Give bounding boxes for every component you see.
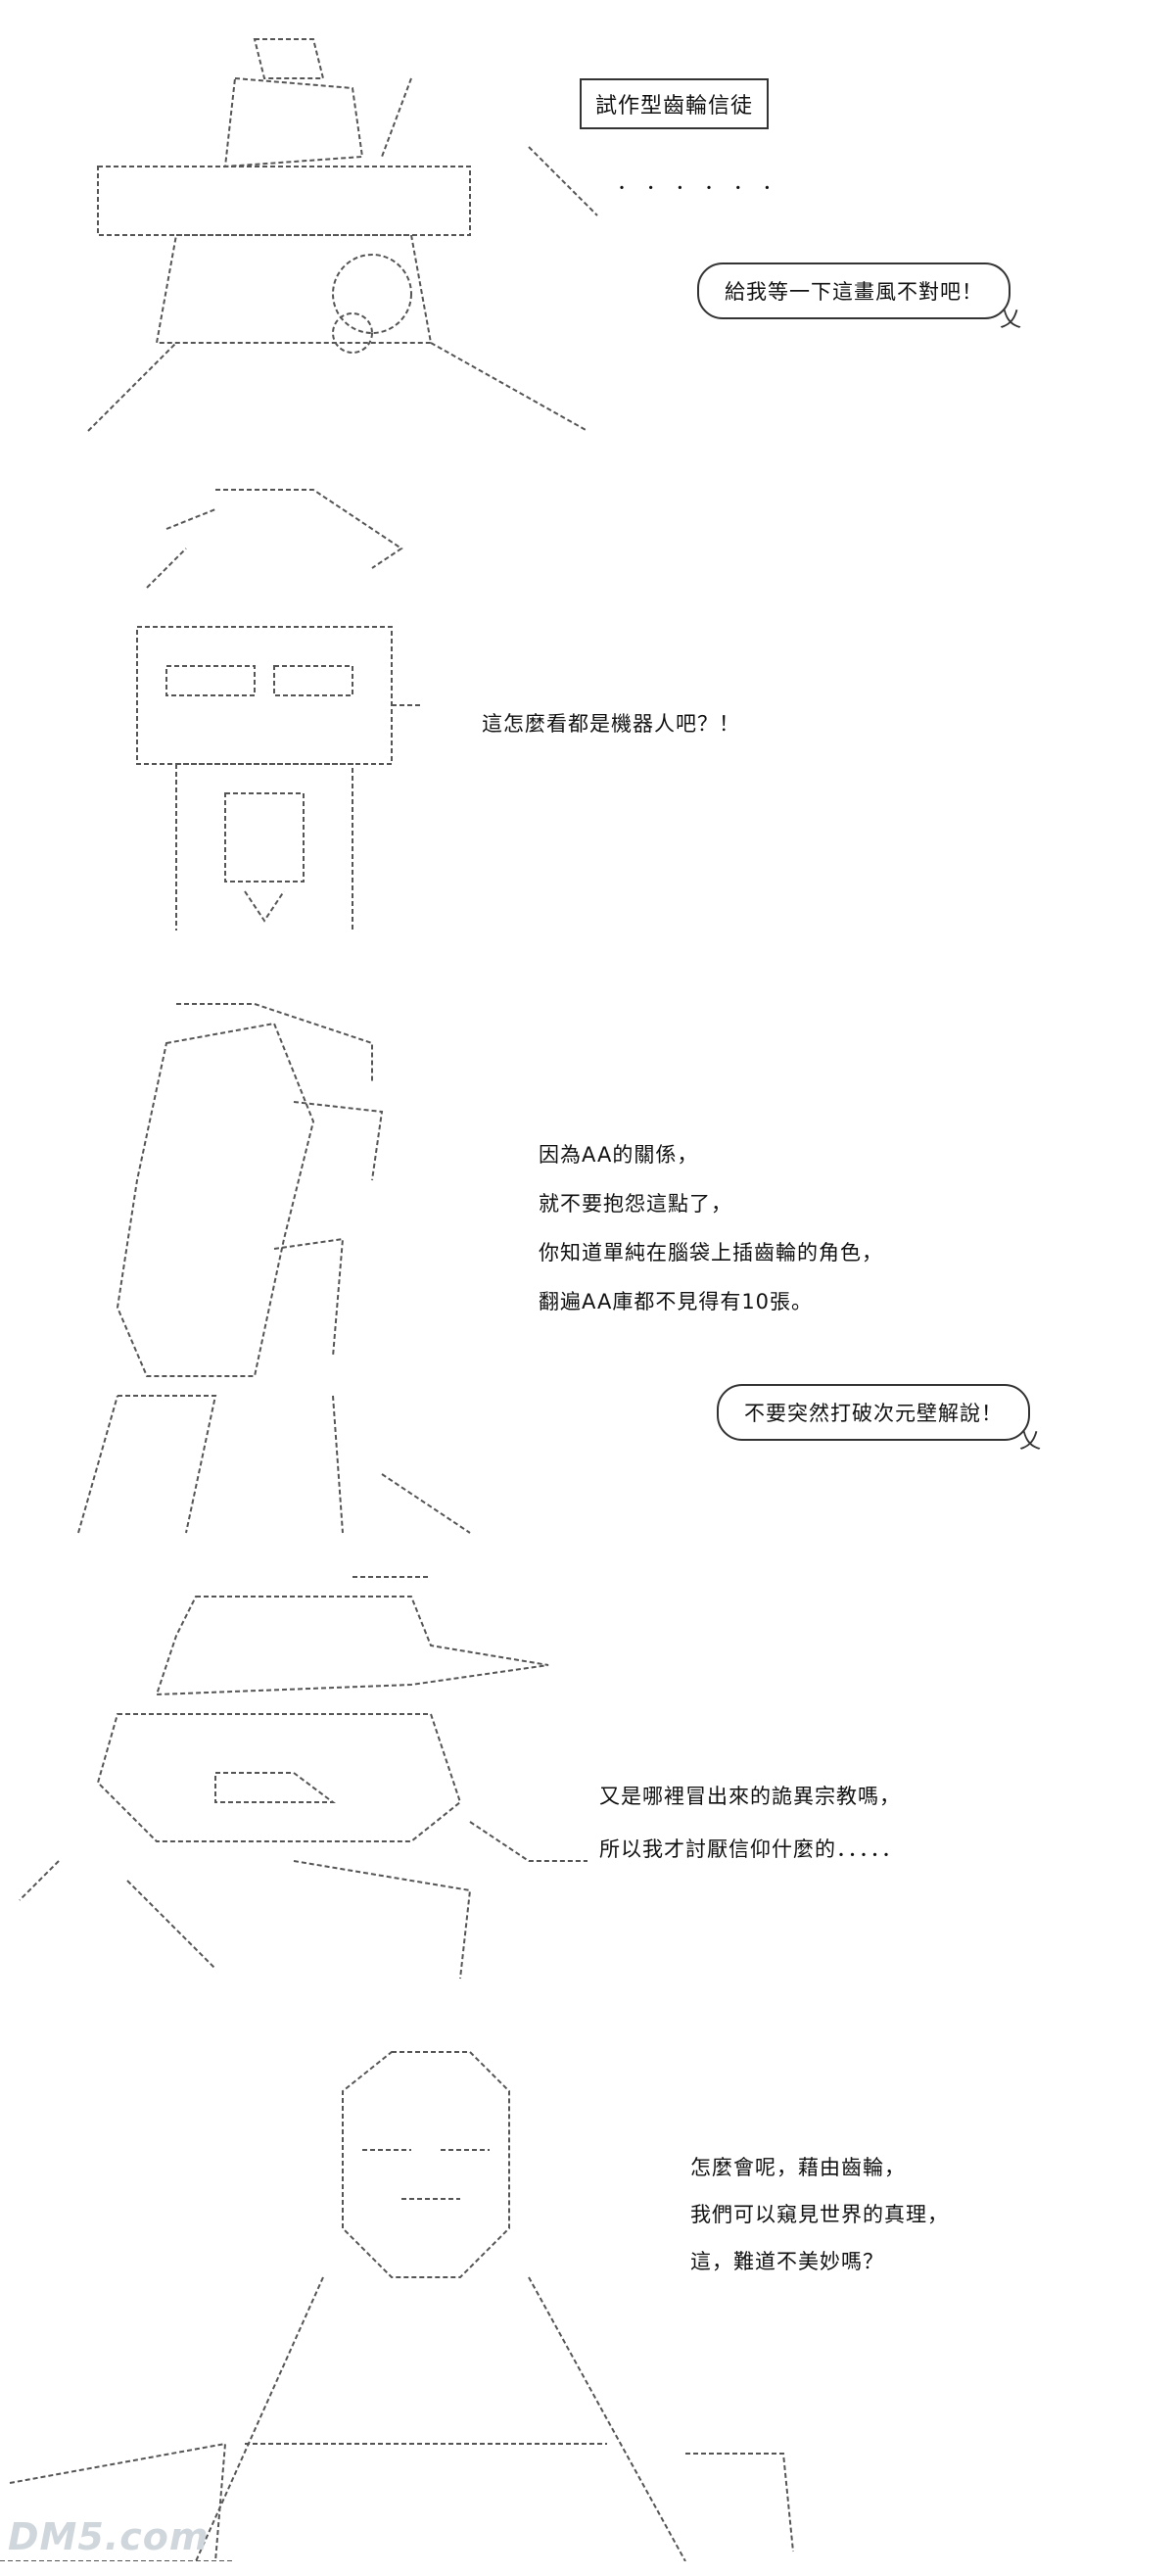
panel-5: 怎麼會呢，藉由齒輪， 我們可以窺見世界的真理， 這，難道不美妙嗎？ DM5.co… xyxy=(0,2023,1175,2576)
watermark-logo: DM5.com xyxy=(8,2515,210,2558)
aa-figure-hooded xyxy=(77,1003,471,1534)
narration-line-1: 又是哪裡冒出來的詭異宗教嗎， xyxy=(599,1785,901,1808)
narration-line-2: 我們可以窺見世界的真理， xyxy=(690,2203,949,2226)
narration-line-4: 翻遍AA庫都不見得有10張。 xyxy=(539,1290,814,1313)
ellipsis: ． ． ． ． ． ． xyxy=(617,170,784,194)
speech-bubble: 不要突然打破次元壁解說！ xyxy=(717,1384,1042,1455)
panel-1: 試作型齒輪信徒 ． ． ． ． ． ． 給我等一下這畫風不對吧！ xyxy=(0,0,1175,451)
panel-2: 這怎麼看都是機器人吧？！ xyxy=(0,455,1175,945)
aa-figure-gear-believer xyxy=(87,38,598,432)
aa-figure-cap xyxy=(19,1576,588,1980)
narration-line-1: 因為AA的關係， xyxy=(539,1143,699,1167)
narration-line-1: 怎麼會呢，藉由齒輪， xyxy=(690,2156,906,2179)
panel-3: 因為AA的關係， 就不要抱怨這點了， 你知道單純在腦袋上插齒輪的角色， 翻遍AA… xyxy=(0,965,1175,1552)
aa-figure-priest xyxy=(0,2051,794,2561)
caption-box: 試作型齒輪信徒 xyxy=(580,78,770,129)
narration-text: 這怎麼看都是機器人吧？！ xyxy=(482,712,740,736)
speech-bubble: 給我等一下這畫風不對吧！ xyxy=(697,262,1022,333)
narration-line-3: 你知道單純在腦袋上插齒輪的角色， xyxy=(539,1241,883,1264)
narration-line-2: 所以我才討厭信仰什麼的．．．．． xyxy=(599,1837,903,1861)
aa-figure-robot xyxy=(136,489,421,930)
panel-4: 又是哪裡冒出來的詭異宗教嗎， 所以我才討厭信仰什麼的．．．．． xyxy=(0,1557,1175,2018)
narration-line-2: 就不要抱怨這點了， xyxy=(539,1192,732,1216)
narration-line-3: 這，難道不美妙嗎？ xyxy=(690,2250,884,2273)
